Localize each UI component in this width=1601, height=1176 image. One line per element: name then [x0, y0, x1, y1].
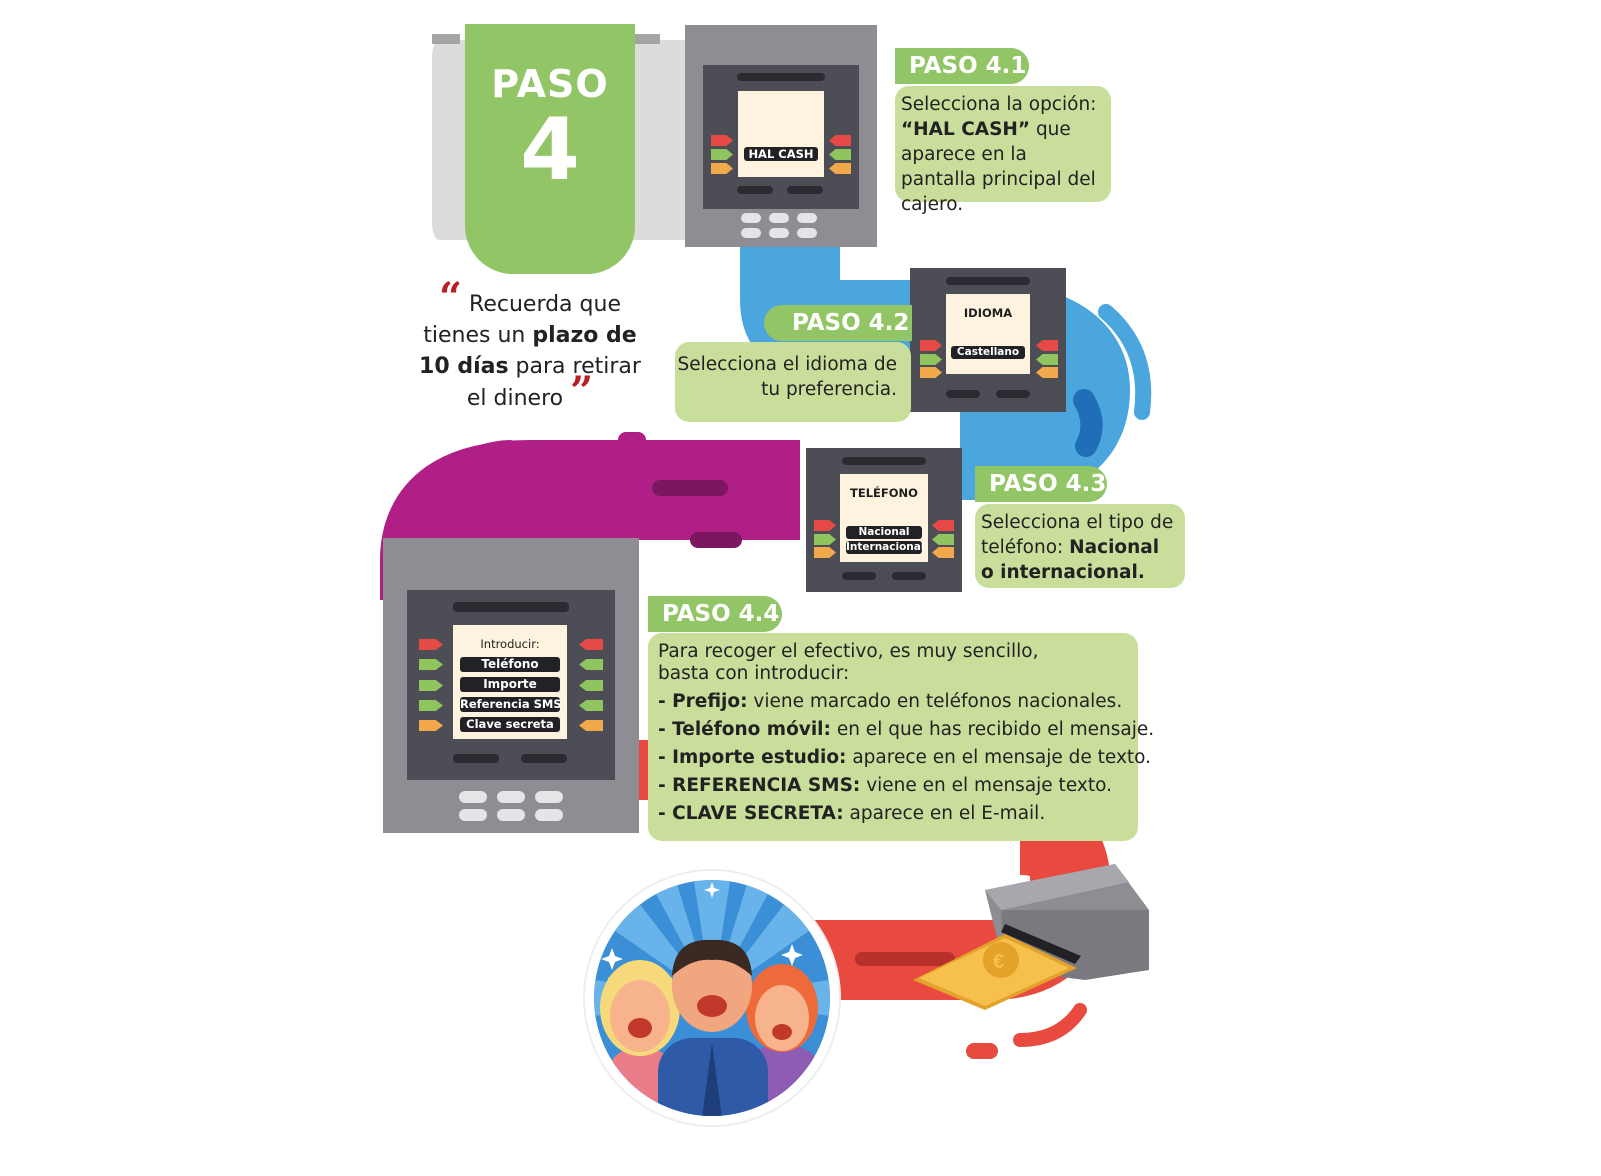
svg-text:€: € — [993, 951, 1004, 973]
list-item: - REFERENCIA SMS: viene en el mensaje te… — [658, 775, 1112, 796]
atm-icon: TELÉFONO Nacional Internacional — [806, 448, 962, 592]
atm-icon: HAL CASH — [685, 25, 877, 247]
step-4-4-description: Para recoger el efectivo, es muy sencill… — [648, 633, 1155, 841]
cash-dispenser-icon: € — [913, 864, 1149, 1010]
step-tag-4-2: PASO 4.2 — [764, 305, 912, 341]
screen-option-importe: Importe — [460, 677, 560, 692]
step-tag-4-4: PASO 4.4 — [648, 596, 782, 632]
euro-banknote-icon: € — [913, 934, 1077, 1010]
step-banner-word: PASO — [491, 62, 609, 106]
list-item: - Prefijo: viene marcado en teléfonos na… — [658, 691, 1123, 712]
reminder-quote: “ Recuerda que tienes un plazo de 10 día… — [419, 274, 641, 415]
screen-option-referencia-sms: Referencia SMS — [460, 697, 562, 712]
step-banner: PASO 4 — [465, 24, 635, 274]
close-quote-icon: ” — [570, 368, 594, 415]
step-4-2-description: Selecciona el idioma de tu preferencia. — [675, 342, 911, 422]
screen-title-introducir: Introducir: — [480, 637, 540, 651]
list-item: - CLAVE SECRETA: aparece en el E-mail. — [658, 803, 1046, 824]
step-4-3-description: Selecciona el tipo de teléfono: Nacional… — [975, 504, 1185, 588]
step-banner-number: 4 — [520, 100, 580, 200]
screen-option-telefono: Teléfono — [460, 657, 560, 672]
screen-option-nacional: Nacional — [846, 526, 922, 539]
screen-option-internacional: Internacional — [846, 541, 925, 554]
step-tag-4-3: PASO 4.3 — [975, 466, 1107, 502]
step-tag-4-1: PASO 4.1 — [895, 48, 1029, 84]
screen-option-hal-cash: HAL CASH — [744, 147, 818, 161]
atm-icon: Introducir: Teléfono Importe Referencia … — [383, 538, 639, 833]
open-quote-icon: “ — [439, 274, 463, 321]
step-4-4-intro: Para recoger el efectivo, es muy sencill… — [658, 641, 1039, 684]
step-4-1-description: Selecciona la opción: “HAL CASH” que apa… — [895, 86, 1111, 215]
list-item: - Teléfono móvil: en el que has recibido… — [658, 719, 1155, 740]
sparkle-icon — [601, 882, 803, 970]
happy-people-icon — [583, 869, 841, 1127]
screen-title-idioma: IDIOMA — [963, 306, 1013, 320]
screen-option-clave-secreta: Clave secreta — [460, 717, 560, 732]
atm-icon: IDIOMA Castellano — [910, 268, 1066, 412]
screen-title-telefono: TELÉFONO — [850, 486, 918, 500]
list-item: - Importe estudio: aparece en el mensaje… — [658, 747, 1152, 768]
screen-option-castellano: Castellano — [951, 346, 1025, 359]
